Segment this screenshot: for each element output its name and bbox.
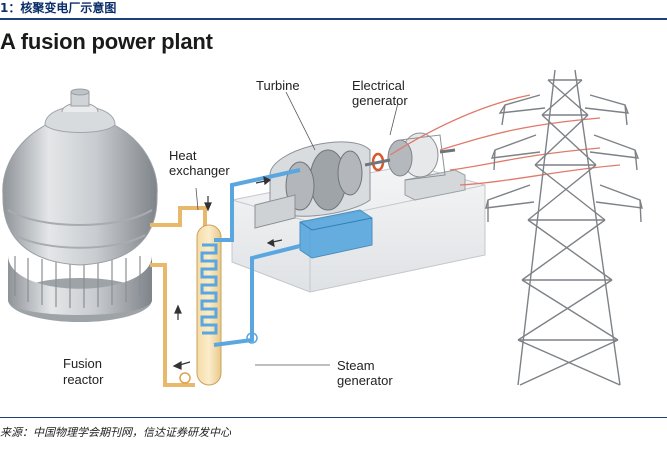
- power-lines: [389, 94, 621, 186]
- hot-coolant-loop: [150, 206, 207, 387]
- transmission-tower: [485, 69, 643, 386]
- diagram-title: A fusion power plant: [0, 29, 213, 54]
- figure-caption: 1：核聚变电厂示意图: [0, 1, 117, 15]
- heat-exchanger-label-line1: Heat: [169, 148, 197, 163]
- heat-exchanger-label-line2: exchanger: [169, 163, 230, 178]
- source-divider: [0, 417, 667, 418]
- turbine: [254, 141, 371, 229]
- steam-generator-label-line2: generator: [337, 373, 393, 388]
- generator-label-line2: generator: [352, 93, 408, 108]
- condenser-tank: [299, 209, 373, 259]
- steam-generator-label-line1: Steam: [337, 358, 375, 373]
- reactor-label-line1: Fusion: [63, 356, 103, 371]
- flow-arrows: [172, 175, 283, 370]
- electrical-generator: [364, 132, 466, 201]
- fusion-reactor: [2, 88, 158, 322]
- turbine-label: Turbine: [256, 78, 300, 93]
- source-note: 来源：中国物理学会期刊网，信达证券研发中心: [0, 426, 231, 439]
- reactor-label-line2: reactor: [63, 372, 104, 387]
- caption-divider: [0, 18, 667, 20]
- generator-label-line1: Electrical: [352, 78, 405, 93]
- label-leaders: [195, 91, 399, 366]
